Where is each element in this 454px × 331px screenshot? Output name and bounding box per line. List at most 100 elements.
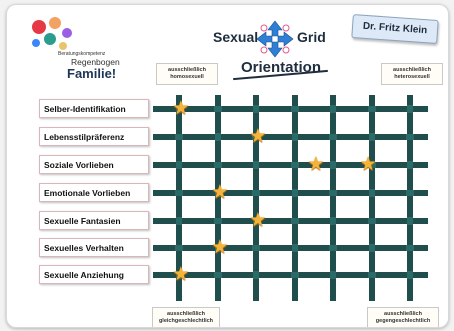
grid-weave-cross: [252, 190, 260, 196]
grid-weave-cross: [175, 134, 183, 140]
grid-weave-cross: [291, 162, 299, 168]
grid-weave-cross: [329, 190, 337, 196]
note-line: ausschließlich: [168, 67, 206, 73]
logo-dot: [49, 17, 61, 29]
compass-arrows-icon: [256, 20, 294, 58]
grid-weave-cross: [329, 134, 337, 140]
star-marker: ★: [249, 210, 267, 231]
logo-subtitle-2: Regenbogen: [71, 57, 120, 67]
grid-weave-cross: [214, 272, 222, 278]
grid-weave-cross: [330, 271, 336, 279]
grid-weave-cross: [407, 161, 413, 169]
grid-weave-cross: [368, 272, 376, 278]
row-label: Sexuelle Fantasien: [39, 211, 149, 230]
grid-weave-cross: [368, 106, 376, 112]
row-label: Emotionale Vorlieben: [39, 183, 149, 202]
grid-weave-cross: [291, 106, 299, 112]
star-marker: ★: [172, 264, 190, 285]
row-label: Sexuelles Verhalten: [39, 238, 149, 257]
logo-dot: [44, 33, 56, 45]
logo-subtitle-1: Beratungskompetenz: [58, 51, 106, 57]
grid-weave-cross: [369, 133, 375, 141]
star-marker: ★: [172, 98, 190, 119]
title-grid: Grid: [297, 29, 326, 45]
grid-column-bar: [215, 95, 221, 301]
grid-weave-cross: [406, 134, 414, 140]
grid-column-bar: [176, 95, 182, 301]
logo-dot: [62, 28, 72, 38]
grid-weave-cross: [214, 162, 222, 168]
grid-weave-cross: [253, 271, 259, 279]
note-top-right: ausschließlich heterosexuell: [381, 63, 443, 85]
logo-dot: [59, 42, 67, 50]
grid-column-bar: [253, 95, 259, 301]
grid-weave-cross: [369, 189, 375, 197]
grid-weave-cross: [368, 218, 376, 224]
grid-weave-cross: [176, 105, 182, 113]
logo-dots: [32, 17, 72, 50]
logo: Beratungskompetenz Regenbogen Familie!: [25, 13, 120, 83]
note-line: gleichgeschlechtlich: [158, 318, 214, 324]
grid-weave-cross: [330, 217, 336, 225]
grid-row-bar: [153, 190, 428, 196]
grid-weave-cross: [175, 245, 183, 251]
star-marker: ★: [211, 237, 229, 258]
note-line: homosexuell: [170, 74, 204, 80]
grid-weave-cross: [253, 105, 259, 113]
row-label: Selber-Identifikation: [39, 99, 149, 118]
note-line: ausschließlich: [384, 311, 422, 317]
row-label: Lebensstilpräferenz: [39, 127, 149, 146]
grid-weave-cross: [291, 218, 299, 224]
row-label: Soziale Vorlieben: [39, 155, 149, 174]
logo-title: Familie!: [67, 66, 117, 81]
grid-weave-cross: [330, 105, 336, 113]
note-line: heterosexuell: [394, 74, 430, 80]
grid-row-bar: [153, 218, 428, 224]
grid-column-bar: [369, 95, 375, 301]
grid-weave-cross: [252, 245, 260, 251]
grid-weave-cross: [214, 218, 222, 224]
grid-weave-cross: [176, 161, 182, 169]
logo-dot: [32, 39, 40, 47]
grid-weave-cross: [406, 190, 414, 196]
grid-row-bar: [153, 162, 428, 168]
note-bottom-right: ausschließlich gegengeschlechtlich: [367, 307, 439, 327]
title-sexual: Sexual: [213, 29, 259, 45]
grid-weave-cross: [407, 217, 413, 225]
note-line: ausschließlich: [393, 67, 431, 73]
grid-column-bar: [330, 95, 336, 301]
note-bottom-left: ausschließlich gleichgeschlechtlich: [152, 307, 220, 327]
note-top-left: ausschließlich homosexuell: [156, 63, 218, 85]
grid-weave-cross: [215, 133, 221, 141]
grid-weave-cross: [369, 244, 375, 252]
grid-weave-cross: [176, 271, 182, 279]
grid-weave-cross: [292, 189, 298, 197]
star-marker: ★: [249, 126, 267, 147]
logo-dot: [32, 20, 46, 34]
grid-weave-cross: [407, 271, 413, 279]
grid-row-bar: [153, 272, 428, 278]
grid-row-bar: [153, 245, 428, 251]
grid-weave-cross: [176, 217, 182, 225]
row-label: Sexuelle Anziehung: [39, 265, 149, 284]
grid-weave-cross: [253, 161, 259, 169]
grid-weave-cross: [406, 245, 414, 251]
slide-card: Beratungskompetenz Regenbogen Familie! S…: [6, 4, 449, 328]
grid-weave-cross: [292, 133, 298, 141]
grid-weave-cross: [329, 245, 337, 251]
grid-weave-cross: [368, 162, 376, 168]
grid-weave-cross: [407, 105, 413, 113]
grid-row-bar: [153, 134, 428, 140]
note-line: gegengeschlechtlich: [375, 318, 431, 324]
grid-weave-cross: [215, 189, 221, 197]
grid-weave-cross: [215, 244, 221, 252]
grid-row-bar: [153, 106, 428, 112]
grid-column-bar: [407, 95, 413, 301]
grid-weave-cross: [292, 244, 298, 252]
grid-weave-cross: [252, 134, 260, 140]
grid-weave-cross: [175, 190, 183, 196]
star-marker: ★: [307, 154, 325, 175]
grid-weave-cross: [253, 217, 259, 225]
star-marker: ★: [359, 154, 377, 175]
